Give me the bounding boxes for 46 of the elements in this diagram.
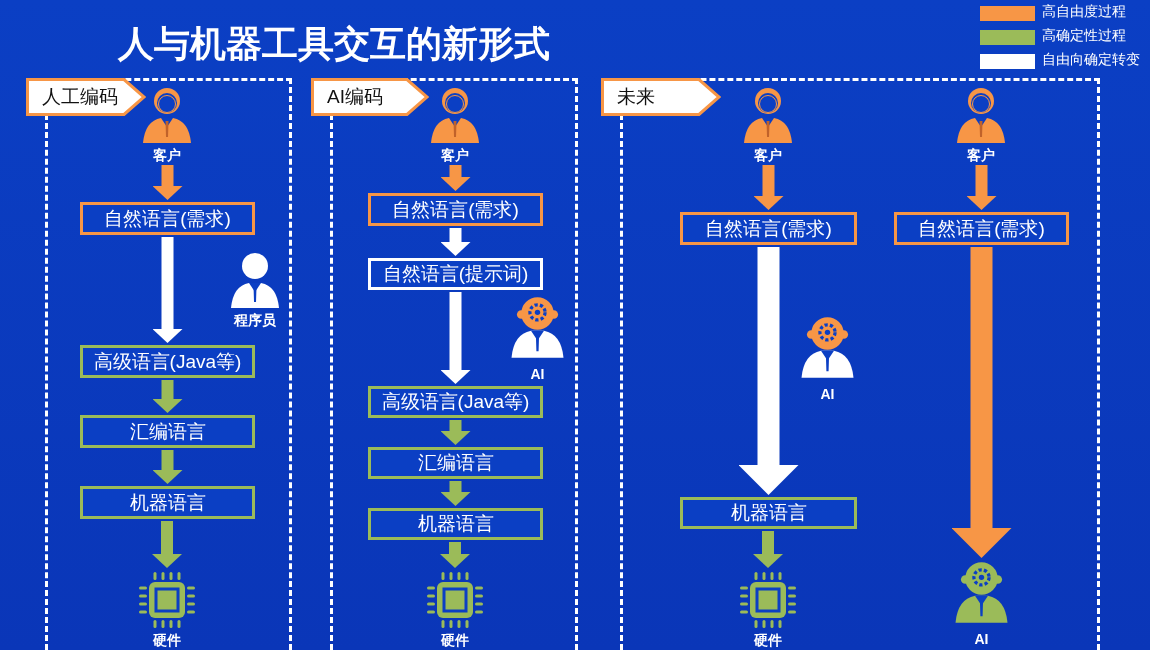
icon-label: AI: [819, 386, 836, 402]
icon-label: 硬件: [440, 632, 470, 650]
process-box: 自然语言(需求): [368, 193, 543, 226]
arrow: [440, 420, 471, 445]
icon-label: 程序员: [232, 312, 277, 330]
title: 人与机器工具交互的新形式: [118, 22, 550, 66]
process-box: 汇编语言: [368, 447, 543, 479]
process-box: 自然语言(需求): [894, 212, 1069, 245]
process-box: 自然语言(需求): [80, 202, 255, 235]
arrow: [152, 380, 183, 413]
process-box: 自然语言(需求): [680, 212, 857, 245]
arrow: [753, 531, 783, 568]
legend-label: 高确定性过程: [1042, 27, 1126, 45]
tab-label: 未来: [601, 78, 721, 116]
arrow: [440, 228, 471, 256]
icon-label: AI: [973, 631, 990, 647]
arrow: [152, 237, 183, 343]
legend-label: 高自由度过程: [1042, 3, 1126, 21]
arrow: [152, 165, 183, 200]
arrow: [152, 450, 183, 484]
process-box: 自然语言(提示词): [368, 258, 543, 290]
tab-label: AI编码: [311, 78, 429, 116]
arrow: [440, 165, 471, 191]
icon-label: 客户: [753, 147, 783, 165]
arrow: [738, 247, 799, 495]
arrow: [966, 165, 997, 210]
arrow: [753, 165, 784, 210]
process-box: 汇编语言: [80, 415, 255, 448]
arrow: [152, 521, 182, 568]
icon-label: 客户: [440, 147, 470, 165]
process-box: 机器语言: [80, 486, 255, 519]
icon-label: 硬件: [152, 632, 182, 650]
arrow: [951, 247, 1012, 558]
process-box: 机器语言: [368, 508, 543, 540]
process-box: 机器语言: [680, 497, 857, 529]
process-box: 高级语言(Java等): [80, 345, 255, 378]
tab-label: 人工编码: [26, 78, 146, 116]
icon-label: 硬件: [753, 632, 783, 650]
icon-label: 客户: [966, 147, 996, 165]
arrow: [440, 542, 470, 568]
icon-label: 客户: [152, 147, 182, 165]
process-box: 高级语言(Java等): [368, 386, 543, 418]
icon-label: AI: [529, 366, 546, 382]
legend-label: 自由向确定转变: [1042, 51, 1140, 69]
arrow: [440, 481, 471, 506]
arrow: [440, 292, 471, 384]
